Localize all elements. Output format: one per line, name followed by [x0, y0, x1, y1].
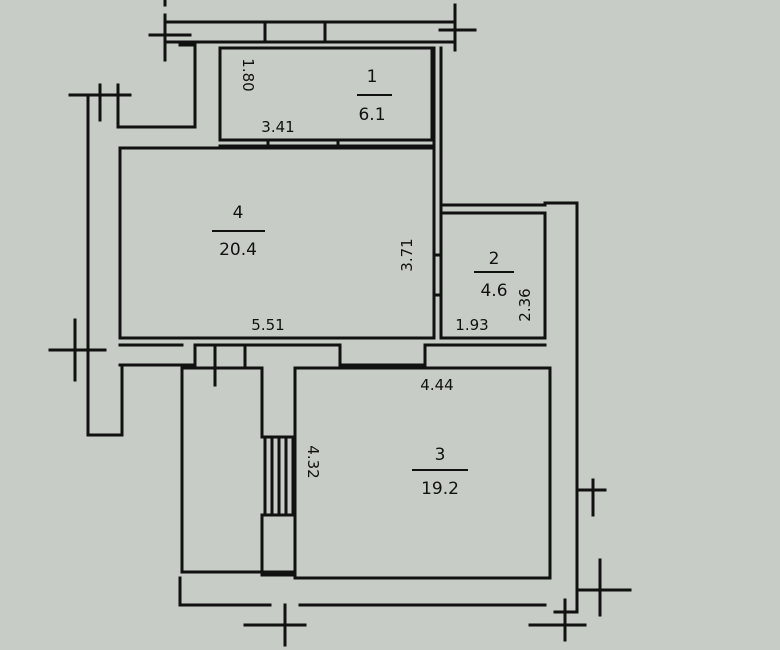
- room-3-area: 19.2: [421, 479, 459, 499]
- room-4-number: 4: [233, 203, 244, 223]
- room-4-dim-height: 3.71: [398, 238, 416, 271]
- room-3-dim-height: 4.32: [304, 445, 322, 478]
- room-4-dim-width: 5.51: [251, 316, 284, 334]
- stair-block: [263, 435, 295, 517]
- room-1-dim-width: 3.41: [261, 118, 294, 136]
- room-3-dim-width: 4.44: [420, 376, 453, 394]
- room-2-number: 2: [489, 249, 500, 269]
- room-1-dim-height: 1.80: [239, 58, 257, 91]
- room-2-dim-width: 1.93: [455, 316, 488, 334]
- room-1-label: 1 6.1 1.80 3.41: [239, 58, 392, 136]
- room-2-area: 4.6: [480, 281, 507, 301]
- room-4-area: 20.4: [219, 240, 257, 260]
- walls: [48, 0, 632, 647]
- room-3-number: 3: [435, 445, 446, 465]
- room-1-area: 6.1: [358, 105, 385, 125]
- room-2-label: 2 4.6 1.93 2.36: [455, 249, 534, 334]
- room-4-outline: [118, 146, 436, 340]
- room-2-dim-height: 2.36: [516, 288, 534, 321]
- room-3-outline: [293, 366, 552, 580]
- room-1-number: 1: [367, 67, 378, 87]
- room-4-label: 4 20.4 3.71 5.51: [212, 203, 416, 334]
- room-3-label: 3 19.2 4.44 4.32: [304, 376, 468, 499]
- room-2-outline: [439, 203, 547, 340]
